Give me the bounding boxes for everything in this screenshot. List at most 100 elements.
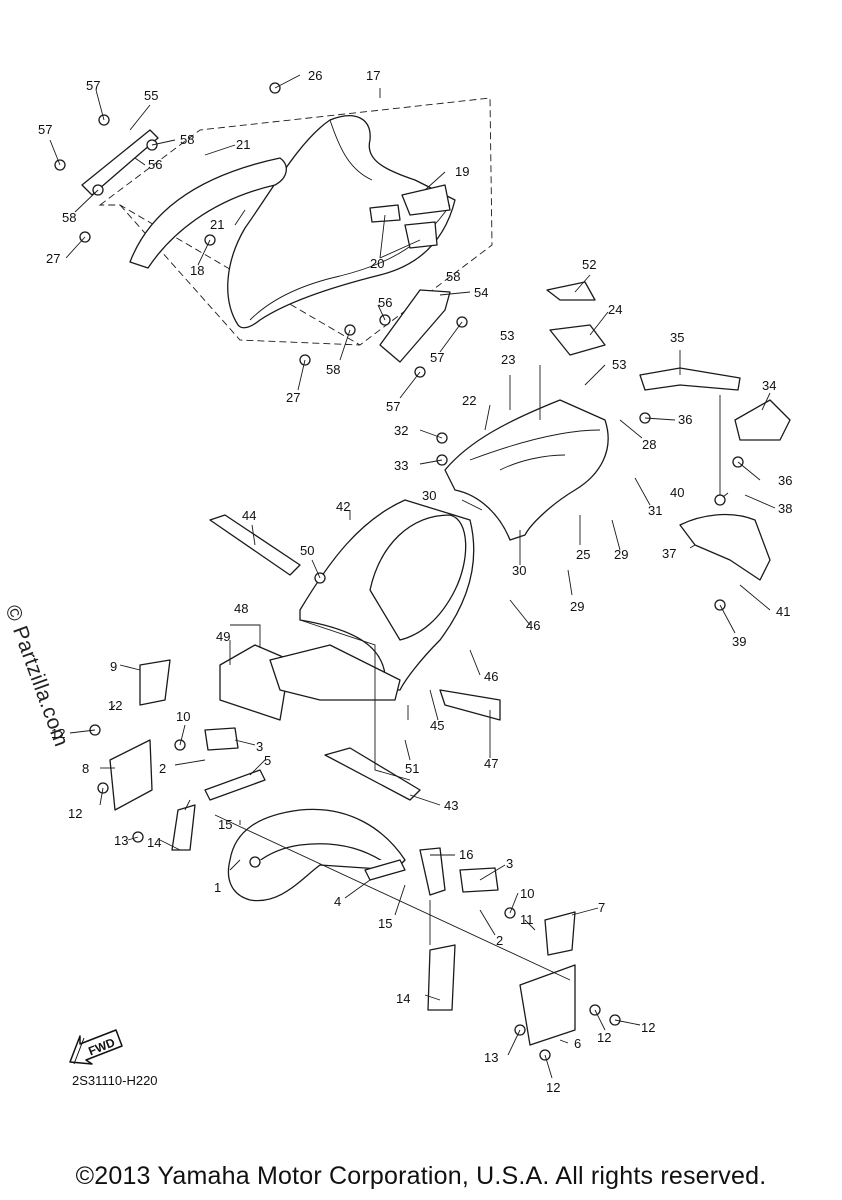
callout-3a: 3	[256, 739, 263, 754]
brace-part-24	[549, 324, 606, 356]
callout-15a: 15	[218, 817, 232, 832]
seat-part	[227, 115, 456, 329]
callout-28: 28	[642, 437, 656, 452]
callout-46a: 46	[526, 618, 540, 633]
callout-49: 49	[216, 629, 230, 644]
callout-12c: 12	[68, 806, 82, 821]
callout-11: 11	[520, 912, 534, 927]
callout-45: 45	[430, 718, 444, 733]
callout-35: 35	[670, 330, 684, 345]
callout-23: 23	[501, 352, 515, 367]
callout-31: 31	[648, 503, 662, 518]
callout-3b: 3	[506, 856, 513, 871]
callout-46b: 46	[484, 669, 498, 684]
callout-34: 34	[762, 378, 776, 393]
callout-25: 25	[576, 547, 590, 562]
callout-26: 26	[308, 68, 322, 83]
stay-part-5	[204, 769, 266, 801]
callout-24: 24	[608, 302, 622, 317]
callout-55: 55	[144, 88, 158, 103]
callout-18: 18	[190, 263, 204, 278]
callout-21b: 21	[210, 217, 224, 232]
callout-50: 50	[300, 543, 314, 558]
callout-9: 9	[110, 659, 117, 674]
callout-56b: 56	[378, 295, 392, 310]
reflector-part-14a	[171, 804, 196, 851]
plate-part-47	[439, 689, 501, 721]
callout-14a: 14	[147, 835, 161, 850]
callout-1: 1	[214, 880, 221, 895]
callout-5: 5	[264, 753, 271, 768]
leader-lines	[49, 74, 776, 1079]
callout-17: 17	[366, 68, 380, 83]
callout-56a: 56	[148, 157, 162, 172]
stay-part-4	[364, 859, 406, 881]
callout-13a: 13	[114, 833, 128, 848]
seat-pad-20b	[404, 221, 438, 249]
panel-part-48	[269, 644, 401, 701]
callout-8: 8	[82, 761, 89, 776]
callout-57d: 57	[386, 399, 400, 414]
bracket-part-52	[546, 281, 596, 301]
bracket-part-6	[519, 964, 576, 1046]
callout-37: 37	[662, 546, 676, 561]
seat-cover-part	[129, 157, 287, 269]
side-cover-54	[379, 289, 451, 363]
callout-43: 43	[444, 798, 458, 813]
seat-pad-19	[401, 184, 451, 216]
callout-36b: 36	[778, 473, 792, 488]
callout-58b: 58	[62, 210, 76, 225]
callout-16: 16	[459, 847, 473, 862]
callout-22: 22	[462, 393, 476, 408]
callout-12d: 12	[641, 1020, 655, 1035]
callout-20: 20	[370, 256, 384, 271]
callout-42: 42	[336, 499, 350, 514]
callout-12a: 12	[51, 726, 65, 741]
callout-39: 39	[732, 634, 746, 649]
callout-53b: 53	[612, 357, 626, 372]
callout-32: 32	[394, 423, 408, 438]
reflector-part-14b	[427, 944, 456, 1011]
callout-36a: 36	[678, 412, 692, 427]
callout-48: 48	[234, 601, 248, 616]
callout-29a: 29	[614, 547, 628, 562]
stay-part-35	[639, 367, 741, 391]
callout-30a: 30	[422, 488, 436, 503]
callout-4: 4	[334, 894, 341, 909]
callout-12b: 12	[108, 698, 122, 713]
callout-38: 38	[778, 501, 792, 516]
callout-58c: 58	[446, 269, 460, 284]
callout-57a: 57	[86, 78, 100, 93]
front-fender-group	[109, 659, 576, 1046]
callout-labels: 1 2 2 3 3 4 5 6 7 8 9 10 10 11 12 12 12 …	[38, 68, 792, 1095]
diagram-code: 2S31110-H220	[72, 1073, 158, 1088]
callout-29b: 29	[570, 599, 584, 614]
callout-44: 44	[242, 508, 256, 523]
clamp-part-3b	[459, 867, 499, 893]
callout-53a: 53	[500, 328, 514, 343]
callout-58a: 58	[180, 132, 194, 147]
callout-52: 52	[582, 257, 596, 272]
stay-part-16	[419, 847, 446, 896]
callout-33: 33	[394, 458, 408, 473]
callout-15b: 15	[378, 916, 392, 931]
fwd-label: FWD	[86, 1035, 117, 1058]
handle-part-55	[81, 129, 159, 196]
inner-fender-group	[209, 499, 501, 801]
callout-47: 47	[484, 756, 498, 771]
callout-10a: 10	[176, 709, 190, 724]
callout-6: 6	[574, 1036, 581, 1051]
callout-30b: 30	[512, 563, 526, 578]
bracket-part-8	[109, 739, 153, 811]
callout-54: 54	[474, 285, 488, 300]
bracket-part-34	[734, 399, 791, 441]
flap-part-43	[324, 747, 421, 801]
bracket-part-7	[544, 911, 576, 956]
bracket-part-9	[139, 659, 171, 706]
seat-pad-20a	[369, 204, 401, 223]
callout-58d: 58	[326, 362, 340, 377]
callout-12e: 12	[597, 1030, 611, 1045]
callout-57c: 57	[430, 350, 444, 365]
copyright-notice: ©2013 Yamaha Motor Corporation, U.S.A. A…	[75, 1162, 767, 1190]
